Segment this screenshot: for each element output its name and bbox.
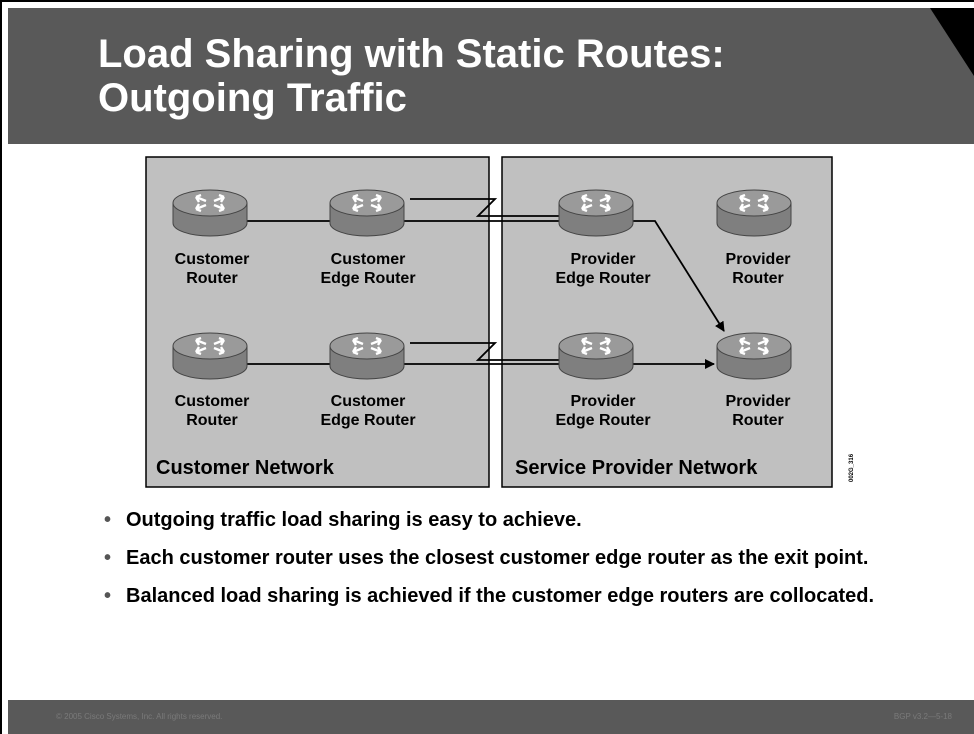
router-label: Customer [331, 393, 406, 410]
title-line-1: Load Sharing with Static Routes: [98, 32, 725, 76]
router-label: Provider [571, 393, 636, 410]
router-label: Router [186, 412, 238, 429]
router-label: Customer [331, 251, 406, 268]
router-icon [557, 331, 635, 381]
router-label: Provider [726, 251, 791, 268]
footer-bar: © 2005 Cisco Systems, Inc. All rights re… [8, 700, 974, 734]
router-icon [328, 331, 406, 381]
router-label: Router [732, 412, 784, 429]
router-label: Edge Router [320, 270, 415, 287]
router-label: Router [186, 270, 238, 287]
router-label: Router [732, 270, 784, 287]
bullet-text: Each customer router uses the closest cu… [126, 547, 869, 569]
bullet-dot-icon: • [104, 547, 112, 569]
bullet-item: • Outgoing traffic load sharing is easy … [104, 508, 924, 532]
bullet-text: Outgoing traffic load sharing is easy to… [126, 509, 582, 531]
footer-course-code: BGP v3.2—5-18 [893, 712, 952, 721]
router-label: Customer [175, 251, 250, 268]
router-icon [715, 188, 793, 238]
serial-link-bottom [410, 342, 560, 361]
bullet-dot-icon: • [104, 509, 112, 531]
router-label: Provider [571, 251, 636, 268]
router-icon [171, 188, 249, 238]
bullet-item: • Each customer router uses the closest … [104, 546, 924, 570]
router-icon [557, 188, 635, 238]
bullet-item: • Balanced load sharing is achieved if t… [104, 584, 924, 608]
router-label: Customer [175, 393, 250, 410]
router-icon [171, 331, 249, 381]
router-label: Edge Router [555, 270, 650, 287]
title-line-2: Outgoing Traffic [98, 76, 407, 120]
bullet-dot-icon: • [104, 585, 112, 607]
router-icon [715, 331, 793, 381]
customer-network-label: Customer Network [156, 457, 335, 479]
router-label: Provider [726, 393, 791, 410]
title-corner [930, 8, 974, 76]
title-bar: Load Sharing with Static Routes: Outgoin… [8, 8, 974, 144]
router-label: Edge Router [555, 412, 650, 429]
bullet-list: • Outgoing traffic load sharing is easy … [104, 508, 924, 622]
serial-link-top [410, 198, 560, 217]
provider-network-label: Service Provider Network [515, 457, 758, 479]
bullet-text: Balanced load sharing is achieved if the… [126, 585, 875, 607]
footer-copyright: © 2005 Cisco Systems, Inc. All rights re… [56, 712, 223, 721]
router-icon [328, 188, 406, 238]
figure-code: 002G_316 [849, 453, 855, 482]
router-label: Edge Router [320, 412, 415, 429]
